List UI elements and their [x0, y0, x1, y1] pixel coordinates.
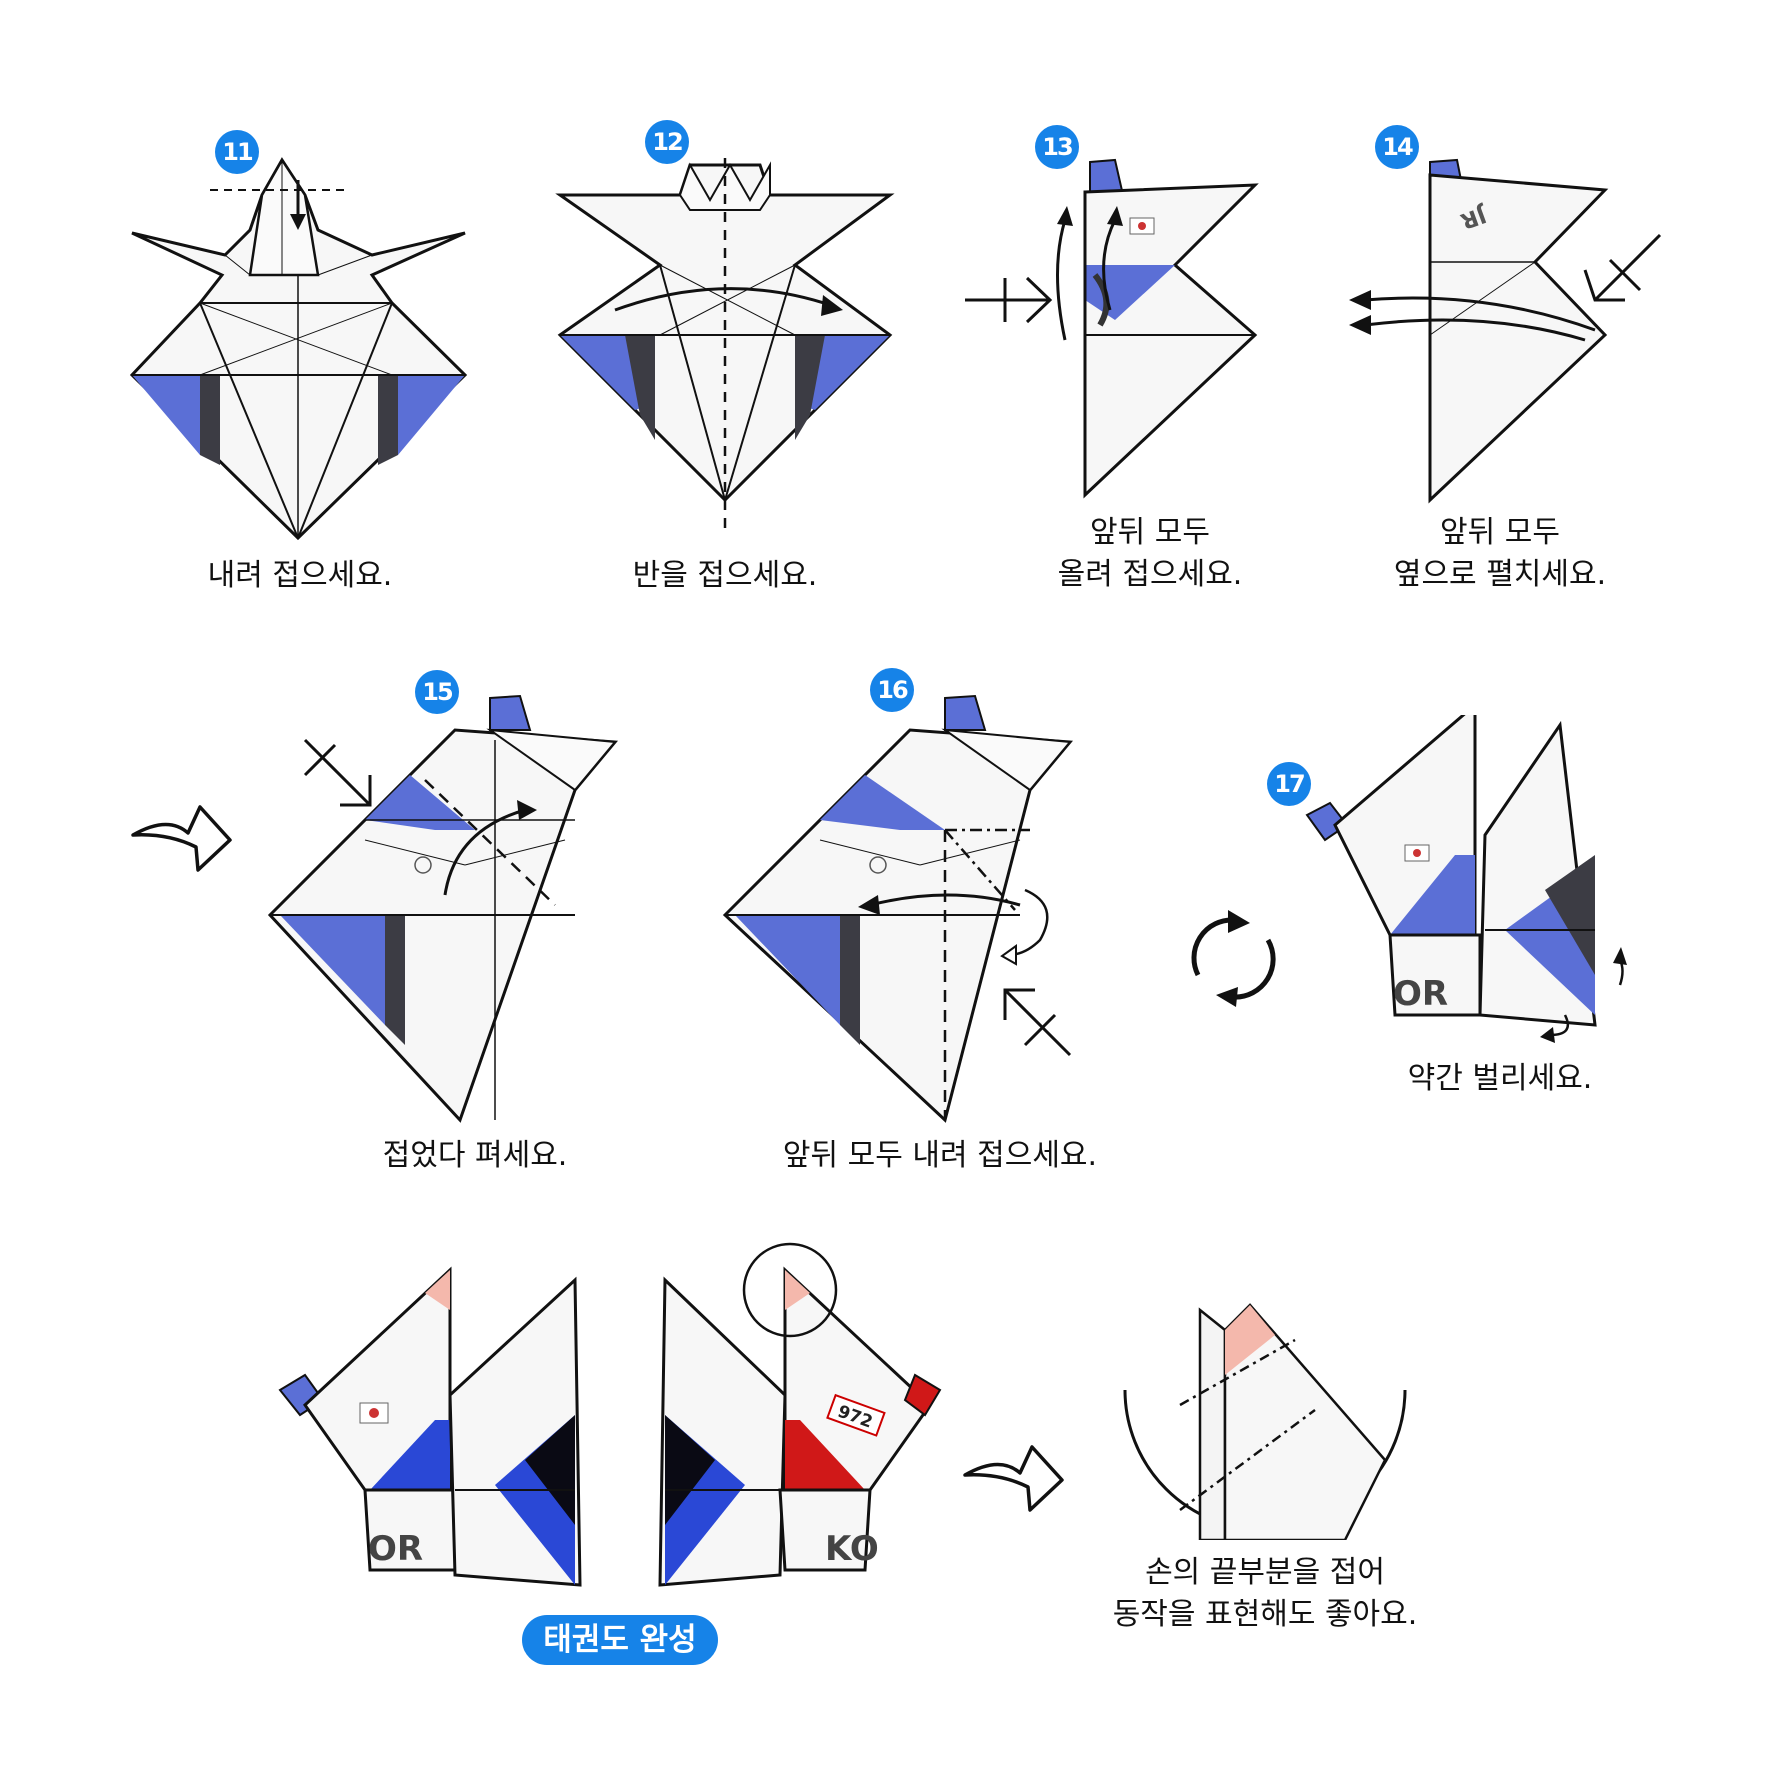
step-17-caption: 약간 벌리세요.	[1407, 1061, 1593, 1096]
zoom-detail	[1123, 1303, 1407, 1540]
step-15-caption: 접었다 펴세요.	[382, 1138, 568, 1173]
zoom-arrow	[963, 1445, 1064, 1512]
hand-tab	[489, 694, 532, 731]
blue-panel-right	[378, 375, 465, 455]
step-badge-17: 17	[1267, 762, 1311, 806]
step-11-caption: 내려 접으세요.	[207, 558, 393, 593]
blue-panel-left	[560, 335, 650, 410]
step-badge-15: 15	[415, 670, 459, 714]
rotate-icon	[1191, 910, 1276, 1007]
print-letters-right: KO	[825, 1529, 879, 1569]
blue-panel-left	[132, 375, 220, 455]
step-12-caption: 반을 접으세요.	[632, 558, 818, 593]
number-tag	[826, 1393, 886, 1437]
blue-panel	[280, 915, 385, 1025]
final-complete-badge: 태권도 완성	[522, 1615, 718, 1665]
step-badge-12: 12	[645, 120, 689, 164]
final-figure-left: OR	[278, 1266, 582, 1587]
skin-tip	[785, 1270, 810, 1310]
blue-panel	[735, 915, 840, 1025]
step-14-diagram: JR	[1349, 158, 1662, 504]
step-14-caption: 앞뒤 모두 옆으로 펼치세요.	[1393, 515, 1607, 592]
step-badge-16: 16	[870, 668, 914, 712]
final-tip-caption: 손의 끝부분을 접어 동작을 표현해도 좋아요.	[1112, 1555, 1418, 1632]
hand-tab	[903, 1373, 942, 1417]
step-12-diagram	[555, 150, 895, 530]
step-11-diagram	[129, 157, 468, 541]
skin-tip	[1225, 1305, 1275, 1375]
step-badge-13: 13	[1035, 125, 1079, 169]
step-17-diagram: OR	[1305, 715, 1627, 1043]
step-13-caption: 앞뒤 모두 올려 접으세요.	[1057, 515, 1243, 592]
step-13-diagram	[965, 158, 1259, 499]
step-badge-11: 11	[215, 130, 259, 174]
hand-tab	[944, 694, 987, 731]
blue-panel-right	[800, 335, 890, 410]
print-letters-left: OR	[1393, 974, 1448, 1014]
print-letters-left: OR	[368, 1529, 423, 1569]
final-figure-right: 972 KO	[658, 1266, 942, 1587]
skin-tip	[425, 1270, 450, 1310]
next-step-arrow	[131, 805, 232, 872]
step-15-diagram	[267, 694, 619, 1123]
step-badge-14: 14	[1375, 125, 1419, 169]
step-16-diagram	[722, 694, 1074, 1123]
step-16-caption: 앞뒤 모두 내려 접으세요.	[782, 1138, 1098, 1173]
detail-callout-circle	[742, 1242, 838, 1338]
